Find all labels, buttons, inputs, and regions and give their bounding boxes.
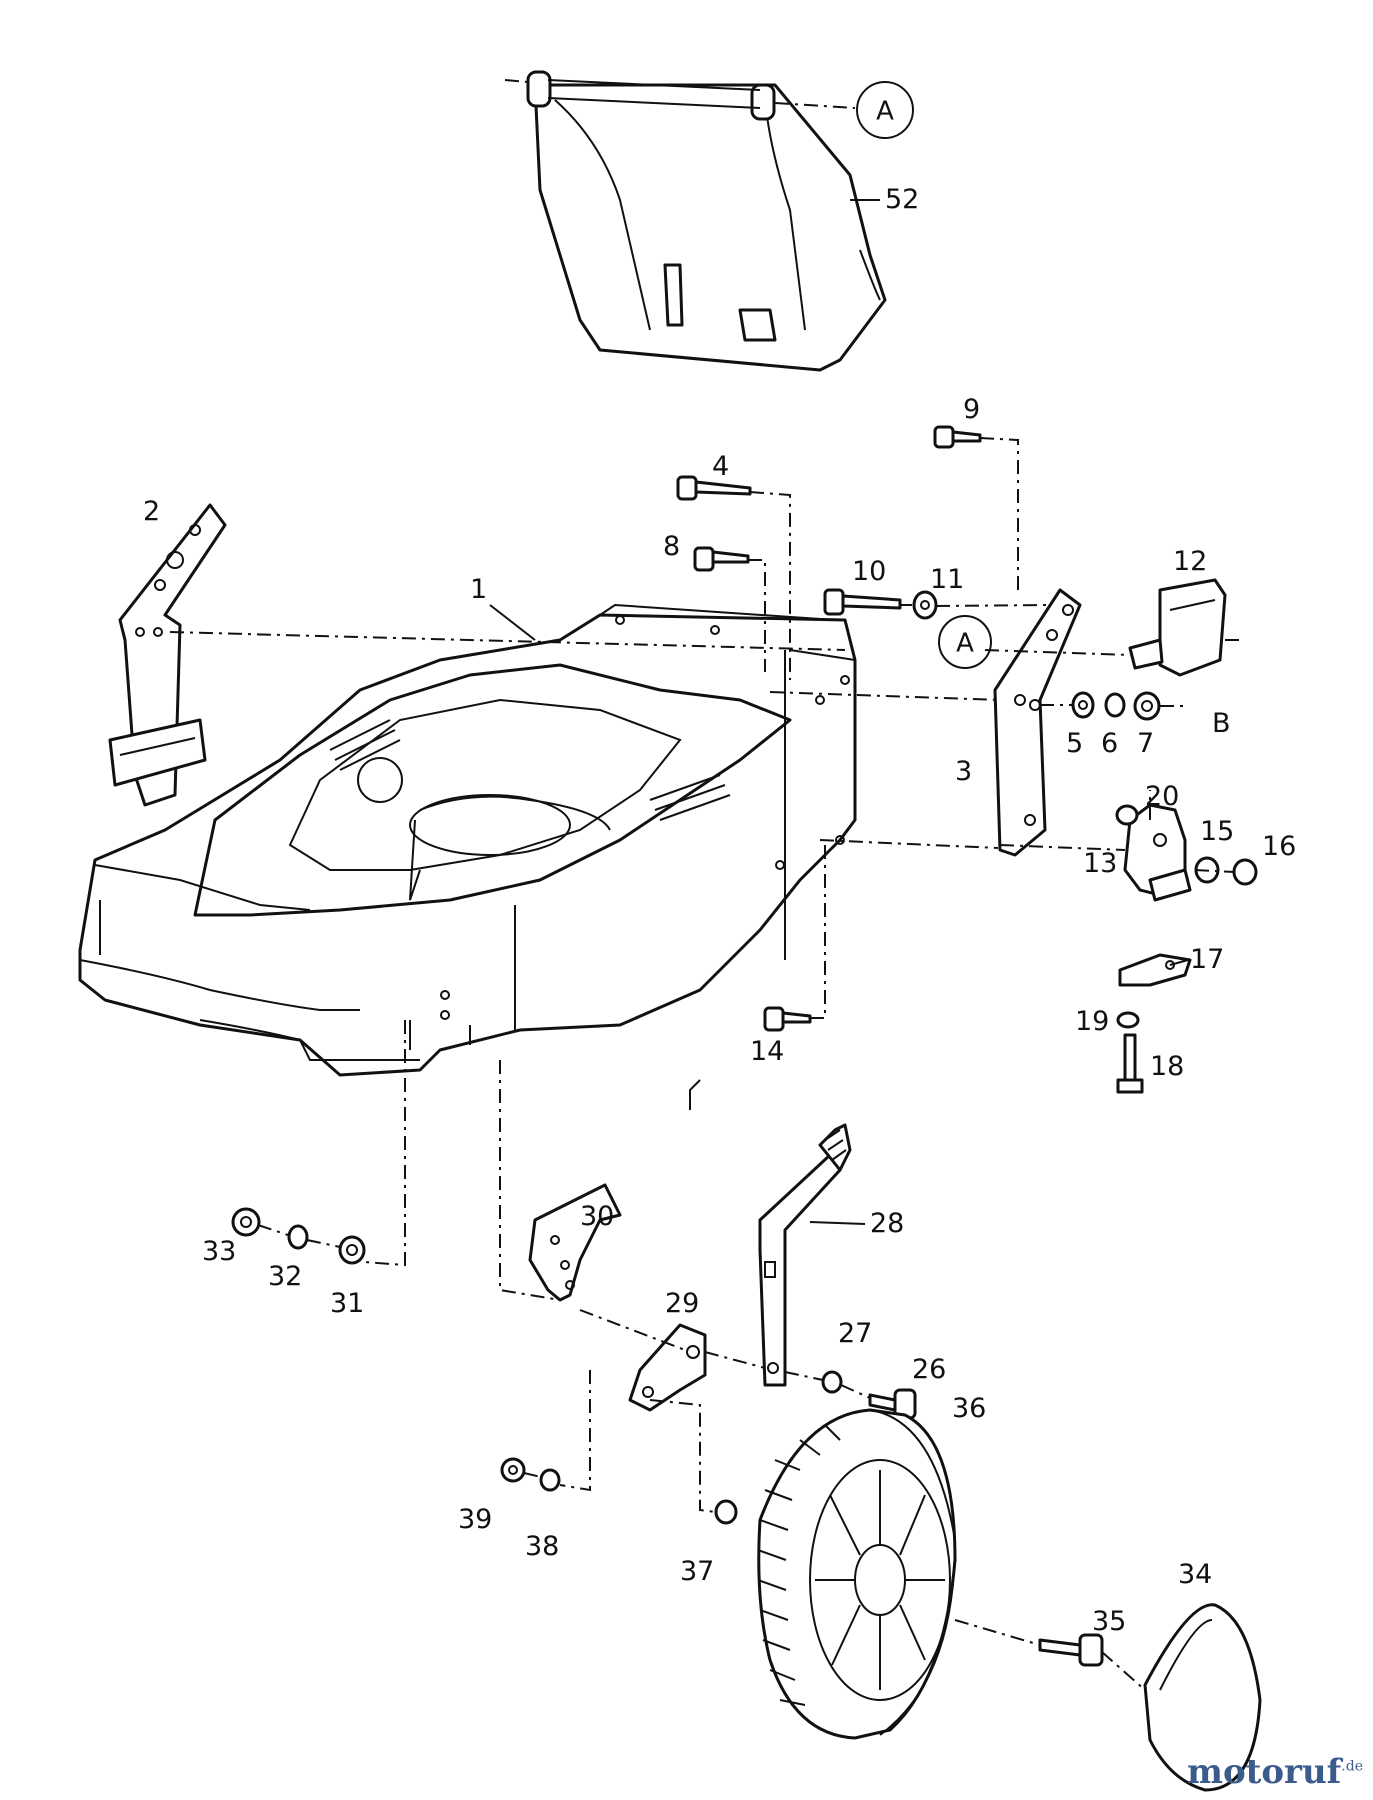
fasteners-upper [676, 425, 1185, 721]
label-38: 38 [525, 1531, 559, 1562]
svg-text:A: A [876, 97, 894, 127]
wheel-assembly [757, 1408, 1262, 1792]
handle-bracket-left [108, 503, 846, 807]
callout-a-top: A [856, 81, 914, 139]
label-15: 15 [1200, 816, 1234, 847]
label-6: 6 [1101, 728, 1118, 759]
label-9: 9 [963, 394, 980, 425]
label-11: 11 [930, 564, 964, 595]
watermark-logo: motoruf.de [1187, 1752, 1363, 1792]
label-2: 2 [143, 496, 160, 527]
label-12: 12 [1173, 546, 1207, 577]
label-37: 37 [680, 1556, 714, 1587]
label-18: 18 [1150, 1051, 1184, 1082]
label-19: 19 [1075, 1006, 1109, 1037]
label-4: 4 [712, 451, 729, 482]
label-16: 16 [1262, 831, 1296, 862]
label-30: 30 [580, 1201, 614, 1232]
label-20: 20 [1145, 781, 1179, 812]
label-36: 36 [952, 1393, 986, 1424]
label-28: 28 [870, 1208, 904, 1239]
label-1: 1 [470, 574, 487, 605]
label-3: 3 [955, 756, 972, 787]
label-33: 33 [202, 1236, 236, 1267]
label-26: 26 [912, 1354, 946, 1385]
label-7: 7 [1137, 728, 1154, 759]
label-39: 39 [458, 1504, 492, 1535]
label-10: 10 [852, 556, 886, 587]
label-13: 13 [1083, 848, 1117, 879]
ref-b-label: B [1212, 708, 1231, 739]
label-35: 35 [1092, 1606, 1126, 1637]
height-adjuster-assembly [763, 790, 1258, 1094]
watermark-brand: motoruf [1187, 1752, 1342, 1792]
callout-a-mid: A [938, 615, 992, 669]
label-5: 5 [1066, 728, 1083, 759]
label-14: 14 [750, 1036, 784, 1067]
svg-text:A: A [956, 629, 974, 659]
mower-deck [78, 603, 857, 1110]
grass-catcher-bag [504, 70, 887, 372]
handle-bracket-right [984, 578, 1240, 857]
label-27: 27 [838, 1318, 872, 1349]
part-number-labels: 52 9 4 2 8 10 11 12 1 5 6 7 3 20 15 16 1… [143, 184, 1296, 1637]
wheel-mount-hardware [231, 1020, 917, 1525]
label-52: 52 [885, 184, 919, 215]
label-29: 29 [665, 1288, 699, 1319]
watermark-domain: .de [1341, 1758, 1363, 1775]
label-17: 17 [1190, 944, 1224, 975]
label-31: 31 [330, 1288, 364, 1319]
label-34: 34 [1178, 1559, 1212, 1590]
label-32: 32 [268, 1261, 302, 1292]
label-8: 8 [663, 531, 680, 562]
